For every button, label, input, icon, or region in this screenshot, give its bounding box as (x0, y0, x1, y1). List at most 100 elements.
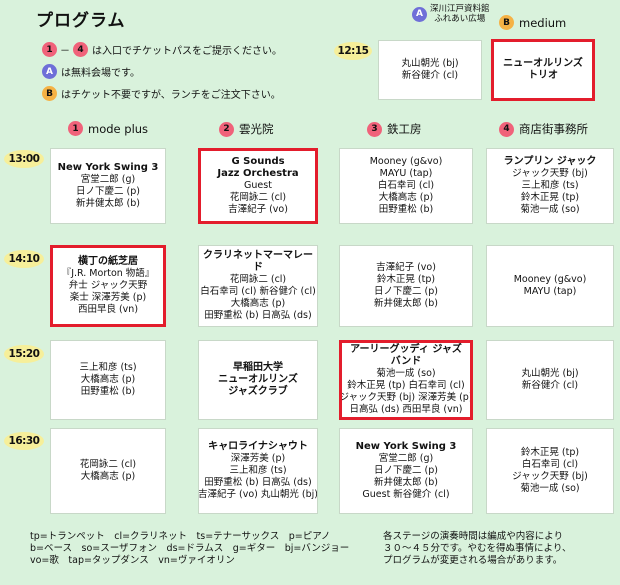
slot-2-0: 三上和彦 (ts)大橋高志 (p)田野重松 (b) (50, 340, 166, 420)
performer: 新井健太郎 (b) (374, 298, 438, 309)
band-title: New York Swing 3 (57, 162, 159, 173)
slot-1-0: 横丁の紙芝居『J.R. Morton 物語』弁士 ジャック天野楽士 深澤芳美 (… (50, 245, 166, 327)
performer: 大橋高志 (p) (80, 374, 136, 385)
band-title: キャロライナシャウト (208, 441, 308, 452)
performer: 田野重松 (b) (80, 386, 136, 397)
performer: ジャック天野 (bj) 深澤芳美 (p) (339, 392, 473, 403)
note-line: vo=歌 tap=タップダンス vn=ヴァイオリン (30, 555, 235, 566)
stage-name: 雲光院 (239, 122, 274, 136)
performer: Jazz Orchestra (217, 168, 299, 179)
stage-number-mark: 1 (68, 121, 83, 136)
performer: 日ノ下慶二 (p) (374, 286, 438, 297)
performer: 日ノ下慶二 (p) (76, 186, 140, 197)
performer: 新谷健介 (cl) (521, 380, 579, 391)
stage-4-mark: 4 (73, 42, 88, 57)
performer: 深澤芳美 (p) (230, 453, 286, 464)
venue-a-mark: A (412, 6, 427, 22)
note-line: 各ステージの演奏時間は編成や内容により (383, 531, 564, 542)
slot-2-1: 早稲田大学ニューオルリンズジャズクラブ (198, 340, 318, 420)
band-title: 横丁の紙芝居 (78, 256, 138, 267)
slot-2-3: 丸山朝光 (bj)新谷健介 (cl) (486, 340, 614, 420)
performer: 新谷健介 (cl) (401, 70, 459, 81)
venue-b-mark: B (42, 86, 57, 101)
stage-name: 商店街事務所 (519, 122, 588, 136)
page-title: プログラム (36, 11, 126, 31)
stage-name: 鉄工房 (387, 122, 422, 136)
time-12-15: 12:15 (334, 42, 372, 60)
slot-1-3: Mooney (g&vo)MAYU (tap) (486, 245, 614, 327)
range-dash: － (60, 46, 70, 57)
venue-a-slot: 丸山朝光 (bj) 新谷健介 (cl) (378, 40, 482, 100)
venue-a-name-line1: 深川江戸資料館 (430, 4, 490, 14)
performer: 大橋高志 (p) (230, 298, 286, 309)
performer: 白石幸司 (cl) (377, 180, 435, 191)
performer: 白石幸司 (cl) (521, 459, 579, 470)
venue-b-slot: ニューオルリンズ トリオ (491, 39, 595, 101)
band-title: ジャズクラブ (228, 386, 288, 397)
legend-lunch-text: はチケット不要ですが、ランチをご注文下さい。 (61, 90, 281, 101)
performer: 田野重松 (b) (378, 204, 434, 215)
time-16-30: 16:30 (4, 432, 44, 450)
note-line: プログラムが変更される場合があります。 (383, 555, 563, 566)
performer: Guest (244, 180, 272, 191)
legend-line-free: A は無料会場です。 (42, 64, 140, 79)
abbreviation-notes: tp=トランペット cl=クラリネット ts=テナーサックス p=ピアノ b=ベ… (30, 531, 349, 567)
performer: 吉澤紀子 (vo) (228, 204, 288, 215)
performer: 楽士 深澤芳美 (p) (69, 292, 147, 303)
band-title: ニューオルリンズ (218, 374, 298, 385)
schedule-notice: 各ステージの演奏時間は編成や内容により ３０～４５分です。やむを得ぬ事情により、… (383, 531, 571, 567)
stage-header-1: 1 mode plus (68, 121, 148, 136)
performer: 弁士 ジャック天野 (68, 280, 148, 291)
venue-a-header: A 深川江戸資料館 ふれあい広場 (412, 4, 490, 24)
performer: ジャック天野 (bj) (512, 168, 588, 179)
performer: Mooney (g&vo) (369, 156, 443, 167)
time-15-20: 15:20 (4, 345, 44, 363)
slot-3-0: 花岡詠二 (cl)大橋高志 (p) (50, 428, 166, 514)
stage-number-mark: 2 (219, 121, 234, 137)
stage-number-mark: 3 (367, 121, 382, 137)
performer: 花岡詠二 (cl) (229, 192, 287, 203)
stage-name: mode plus (88, 121, 149, 136)
band-title: クラリネットマーマレード (203, 250, 313, 273)
performer: 鈴木正晃 (tp) 白石幸司 (cl) (347, 380, 465, 391)
performer: 日高弘 (ds) 西田早良 (vn) (349, 404, 463, 415)
legend-line-lunch: B はチケット不要ですが、ランチをご注文下さい。 (42, 86, 281, 101)
performer: 新井健太郎 (b) (374, 477, 438, 488)
slot-3-3: 鈴木正晃 (tp)白石幸司 (cl)ジャック天野 (bj)菊池一成 (so) (486, 428, 614, 514)
performer: 三上和彦 (ts) (229, 465, 287, 476)
slot-1-2: 吉澤紀子 (vo)鈴木正晃 (tp)日ノ下慶二 (p)新井健太郎 (b) (339, 245, 473, 327)
stage-header-4: 4 商店街事務所 (499, 121, 588, 137)
band-title: New York Swing 3 (355, 441, 457, 452)
time-13-00: 13:00 (4, 150, 44, 168)
stage-header-3: 3 鉄工房 (367, 121, 422, 137)
performer: 菊池一成 (so) (520, 204, 580, 215)
slot-3-1: キャロライナシャウト深澤芳美 (p)三上和彦 (ts)田野重松 (b) 日高弘 … (198, 428, 318, 514)
time-14-10: 14:10 (4, 250, 44, 268)
performer: 三上和彦 (ts) (79, 362, 137, 373)
venue-b-name: medium (519, 15, 567, 30)
performer: 三上和彦 (ts) (521, 180, 579, 191)
performer: 鈴木正晃 (tp) (376, 274, 436, 285)
performer: 宮堂二郎 (g) (80, 174, 136, 185)
performer: 丸山朝光 (bj) (401, 58, 459, 69)
performer: MAYU (tap) (379, 168, 433, 179)
performer: 大橋高志 (p) (378, 192, 434, 203)
performer: 菊池一成 (so) (376, 368, 436, 379)
performer: 鈴木正晃 (tp) (520, 192, 580, 203)
performer: 宮堂二郎 (g) (378, 453, 434, 464)
note-line: tp=トランペット cl=クラリネット ts=テナーサックス p=ピアノ (30, 531, 331, 542)
performer: 新井健太郎 (b) (76, 198, 140, 209)
stage-1-mark: 1 (42, 42, 57, 57)
performer: 菊池一成 (so) (520, 483, 580, 494)
band-title: ニューオルリンズ (503, 58, 583, 69)
performer: 花岡詠二 (cl) (229, 274, 287, 285)
band-title: トリオ (528, 70, 558, 81)
performer: MAYU (tap) (523, 286, 577, 297)
venue-a-mark: A (42, 64, 57, 79)
performer: 田野重松 (b) 日高弘 (ds) (204, 310, 312, 321)
venue-b-mark: B (499, 15, 514, 30)
venue-a-name-line2: ふれあい広場 (434, 14, 486, 24)
performer: 西田早良 (vn) (77, 304, 139, 315)
